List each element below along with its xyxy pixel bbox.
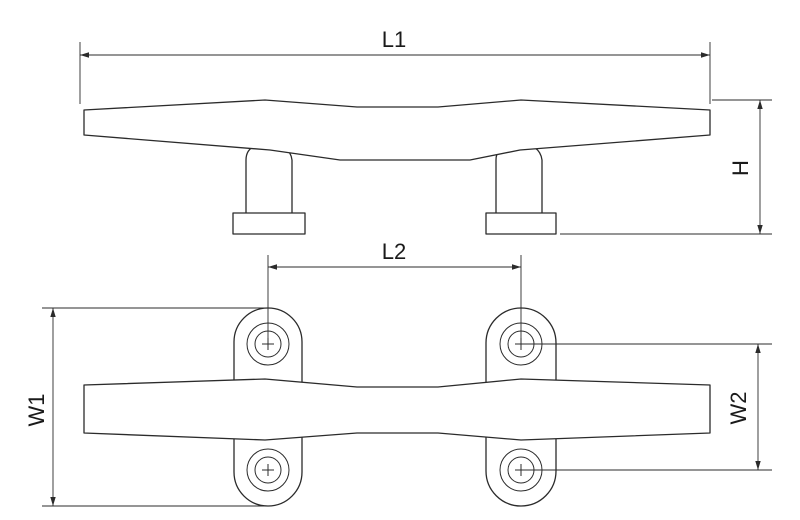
dimension-label-l2: L2 [382,239,406,264]
side-horn [83,99,711,161]
dimension-label-w2: W2 [726,392,751,425]
dimension-w1: W1 [24,307,268,507]
bolt-hole-bottom-left [246,448,290,492]
dimension-l1: L1 [79,27,711,104]
dimension-label-l1: L1 [382,27,406,52]
dimension-w2: W2 [521,343,772,471]
top-view [83,307,711,507]
dimension-l2: L2 [267,239,522,344]
right-foot [485,212,557,235]
dimension-label-w1: W1 [24,394,49,427]
side-view [83,99,711,235]
top-horn [83,378,711,441]
dimension-label-h: H [728,160,753,176]
left-post [245,142,293,213]
left-foot [232,212,306,235]
dimension-h: H [560,99,772,235]
